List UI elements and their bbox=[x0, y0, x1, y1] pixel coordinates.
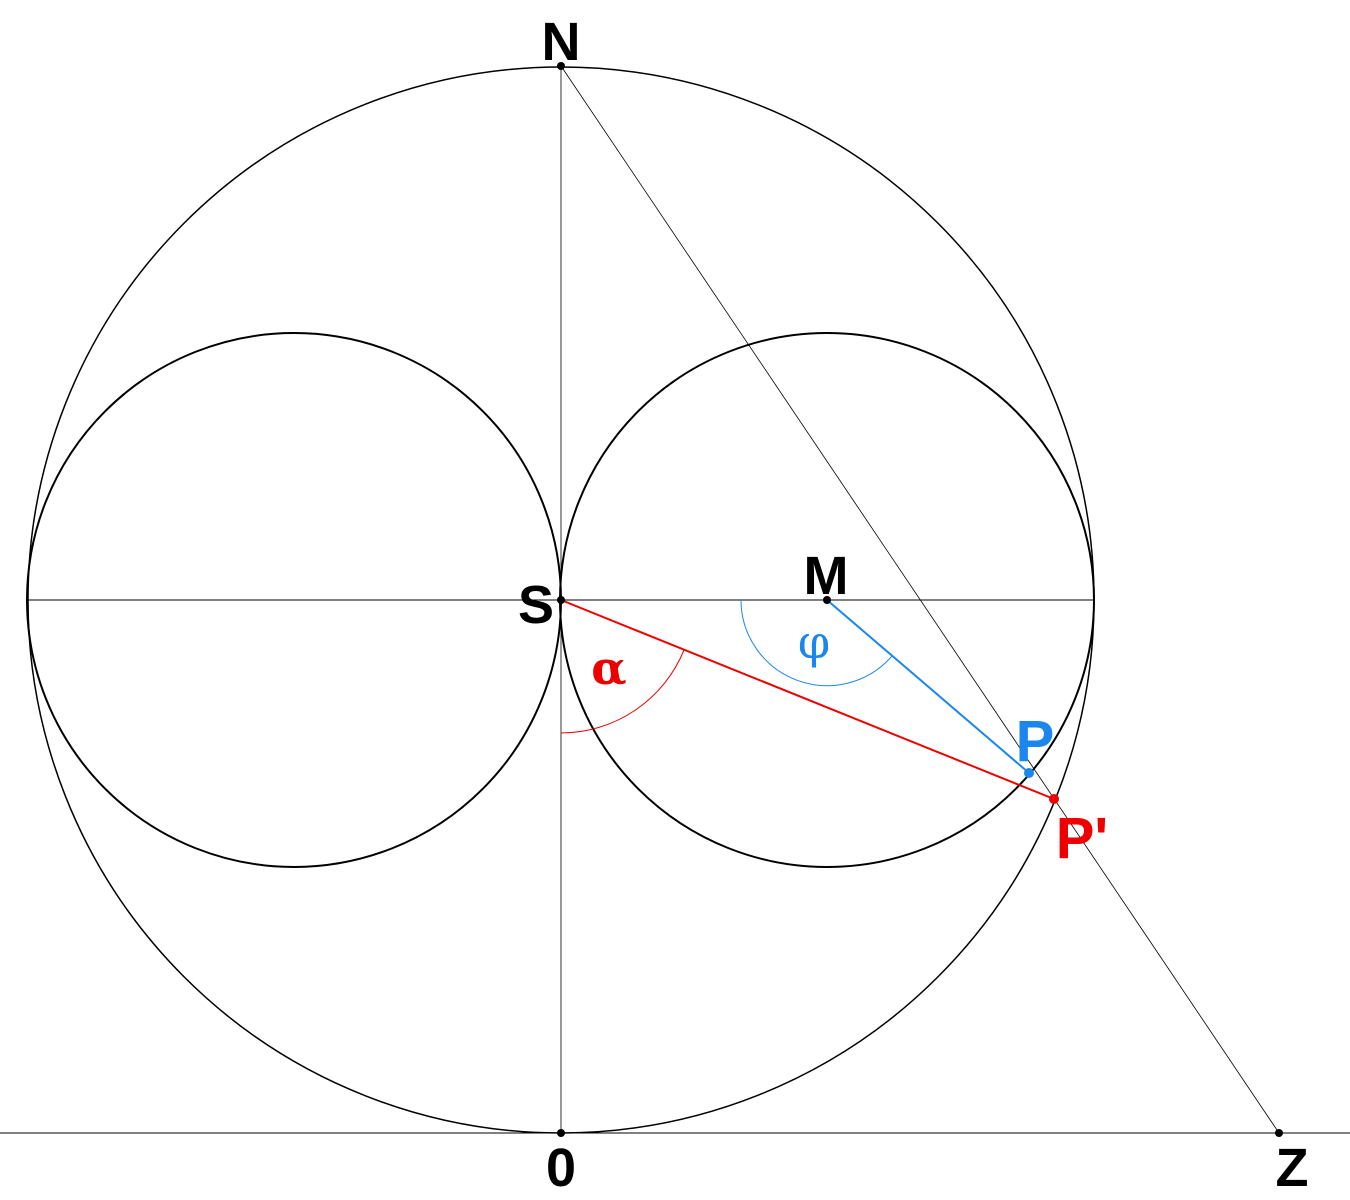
label-n: N bbox=[542, 12, 581, 72]
point-m-dot bbox=[823, 596, 831, 604]
label-m: M bbox=[804, 546, 849, 606]
point-p-dot bbox=[1024, 768, 1034, 778]
label-p: P bbox=[1016, 709, 1055, 774]
point-z-dot bbox=[1275, 1129, 1283, 1137]
label-s: S bbox=[518, 575, 554, 635]
point-s-dot bbox=[557, 596, 565, 604]
segment-m-p bbox=[826, 599, 1030, 774]
label-alpha: α bbox=[591, 641, 626, 695]
label-z: Z bbox=[1276, 1138, 1309, 1198]
projection-line bbox=[560, 65, 1280, 1134]
point-origin-dot bbox=[557, 1129, 565, 1137]
point-pprime-dot bbox=[1049, 794, 1059, 804]
point-n-dot bbox=[557, 62, 565, 70]
label-pprime: P' bbox=[1056, 806, 1108, 871]
angle-phi-arc bbox=[740, 599, 893, 687]
angle-alpha-arc bbox=[560, 649, 685, 734]
label-phi: φ bbox=[798, 615, 830, 669]
label-origin: 0 bbox=[546, 1138, 576, 1198]
segment-s-pprime bbox=[560, 599, 1055, 800]
